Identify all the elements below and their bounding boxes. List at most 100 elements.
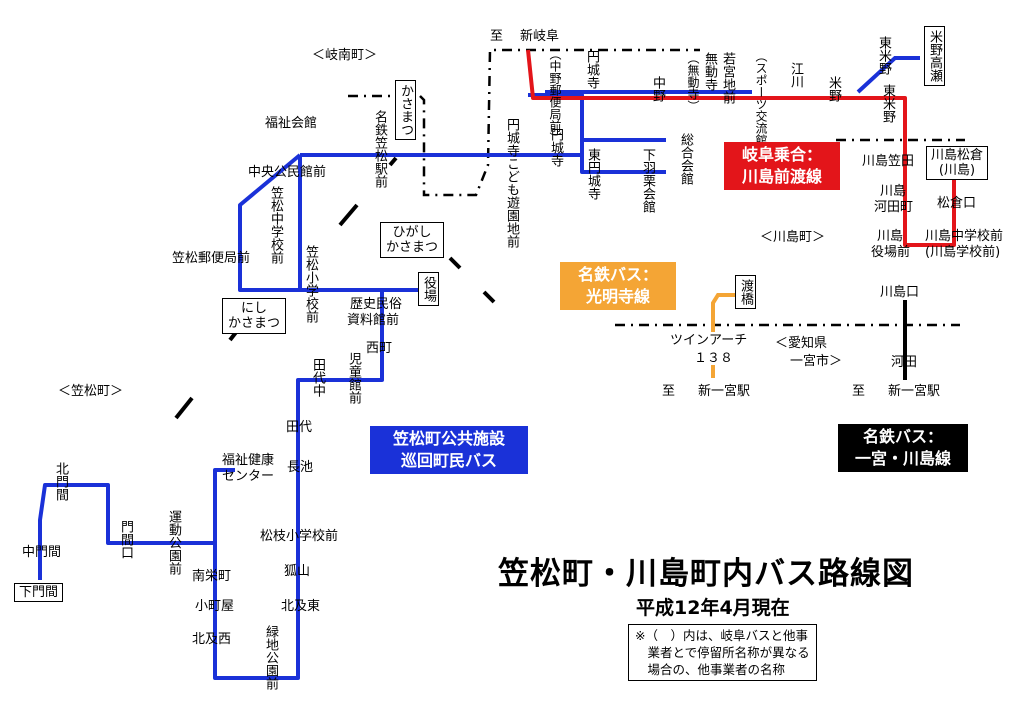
stop-naka-monma: 中門間 <box>22 545 62 560</box>
stop-sogo-kaikan: 総合会館 <box>678 133 693 185</box>
stop-enjoji2: 円城寺 <box>584 50 599 89</box>
stop-kawashima-matsukura-2: (川島) <box>938 163 976 178</box>
stop-kawashima-yakuba-2: 役場前 <box>871 245 911 260</box>
stop-twin-arch-1: ツインアーチ <box>670 333 748 348</box>
stop-komachiya: 小町屋 <box>195 599 235 614</box>
to-label-ichinomiya: 至 <box>662 384 676 399</box>
town-kasamatsu: ＜笠松町＞ <box>58 384 124 399</box>
stop-higashi-yoneno: 東米野 <box>876 36 891 75</box>
stop-shin-gifu: 新岐阜 <box>520 29 560 44</box>
stop-tashiro: 田代 <box>286 420 313 435</box>
station-higashi-line2: かさまつ <box>386 240 439 255</box>
legend-gifu-line2: 川島前渡線 <box>741 167 822 186</box>
stop-esagawa: 江川 <box>788 62 803 88</box>
legend-gifu-kawashima: 岐阜乗合： 川島前渡線 <box>724 142 840 190</box>
stop-yoneno: 米野 <box>826 76 841 102</box>
town-aichi-1: ＜愛知県 <box>775 336 828 351</box>
stop-kawada: 河田 <box>891 355 918 370</box>
stop-sports: （スポーツ交流館前） <box>754 50 768 170</box>
stop-undo-koen: 運動公園前 <box>166 510 181 575</box>
station-higashi-line1: ひがし <box>392 225 432 240</box>
legend-komyoji-line1: 名鉄バス： <box>577 265 658 284</box>
legend-komyoji-line2: 光明寺線 <box>585 287 650 306</box>
stop-kawashima-yakuba-1: 川島 <box>877 229 904 244</box>
legend-ichinomiya-line2: 一宮・川島線 <box>854 449 951 468</box>
stop-naka-yubin: （中野郵便局前） <box>548 48 562 144</box>
stop-kawashima-chu-1: 川島中学校前 <box>925 229 1004 244</box>
stop-yakuba: 役場 <box>418 272 439 306</box>
stop-shimo-monma: 下門間 <box>14 583 64 602</box>
stop-tashiro-naka: 田代中 <box>310 358 325 397</box>
gifu-kawashima-route <box>526 49 956 247</box>
stop-mudoji: （無動寺） <box>686 52 700 112</box>
station-nishi-line1: にし <box>241 301 268 316</box>
stop-shimo-hakuri: 下羽栗会館 <box>640 148 655 213</box>
stop-fukushi-kaikan: 福祉会館 <box>265 116 318 131</box>
stop-yoneno-takase: 米野高瀬 <box>924 26 945 86</box>
stop-wakamiya: 若宮地前 <box>720 52 735 104</box>
stop-rekishi-2: 資料館前 <box>347 313 400 328</box>
legend-ichinomiya-line1: 名鉄バス： <box>862 427 943 446</box>
stop-jidokan: 児童館前 <box>346 352 361 404</box>
to-label-gifu: 至 <box>490 29 504 44</box>
stop-meitetsu-kasamatsu: 名鉄笠松駅前 <box>372 110 387 188</box>
stop-kawashimaguchi: 川島口 <box>880 285 920 300</box>
stop-kasamatsu-yubinkyoku: 笠松郵便局前 <box>172 251 251 266</box>
stop-nagaike: 長池 <box>287 460 314 475</box>
stop-kawashima-matsukura-1: 川島松倉 <box>931 148 984 163</box>
stop-fukushi-kenko-2: センター <box>222 469 275 484</box>
station-higashi-kasamatsu: ひがし かさまつ <box>380 222 445 258</box>
stop-shin-ichinomiya: 新一宮駅 <box>698 384 751 399</box>
legend-gifu-line1: 岐阜乗合： <box>741 145 822 164</box>
stop-minami-sakaemachi: 南栄町 <box>192 569 232 584</box>
stop-matsukuraguchi: 松倉口 <box>937 196 977 211</box>
stop-enjoji-kodomo: 円城寺こども遊園地前 <box>504 118 519 248</box>
town-boundary-lines <box>348 48 965 327</box>
stop-kitaoyobi-nishi: 北及西 <box>192 632 232 647</box>
town-ginan: ＜岐南町＞ <box>312 48 378 63</box>
station-kasamatsu: かさまつ <box>395 80 416 140</box>
stop-enjoji: 円城寺 <box>548 128 563 167</box>
stop-nishimachi: 西町 <box>366 341 393 356</box>
stop-matsueda: 松枝小学校前 <box>260 529 339 544</box>
stop-fukushi-kenko-1: 福祉健康 <box>222 453 275 468</box>
stop-kawashima-kawada-1: 川島 <box>880 184 907 199</box>
town-kawashima: ＜川島町＞ <box>760 230 826 245</box>
stop-rekishi-1: 歴史民俗 <box>350 297 403 312</box>
stop-chuo-kominkan: 中央公民館前 <box>248 165 327 180</box>
stop-twin-arch-2: １３８ <box>694 351 734 366</box>
stop-mudoji2: 無動寺 <box>702 52 717 91</box>
stop-watashi: 渡橋 <box>735 275 756 309</box>
legend-kasamatsu-bus: 笠松町公共施設 巡回町民バス <box>370 426 528 474</box>
town-aichi-2: 一宮市＞ <box>790 354 843 369</box>
map-title: 笠松町・川島町内バス路線図 <box>498 556 914 592</box>
map-note: ※（ ）内は、岐阜バスと他事 業者とで停留所名称が異なる 場合の、他事業者の名称 <box>628 624 817 681</box>
gifu-blue-route <box>545 56 920 94</box>
stop-kasamatsu-chugakko: 笠松中学校前 <box>268 186 283 264</box>
stop-shin-ichinomiya-2: 新一宮駅 <box>888 384 941 399</box>
stop-kita-monma: 北門間 <box>53 462 68 501</box>
kasamatsu-route <box>38 93 666 680</box>
stop-kawashima-kawada-2: 河田町 <box>874 200 914 215</box>
stop-nakano: 中野 <box>650 76 665 102</box>
legend-kasamatsu-line1: 笠松町公共施設 <box>392 429 505 448</box>
stop-kawashima-kasada: 川島笠田 <box>862 154 915 169</box>
station-nishi-line2: かさまつ <box>228 316 281 331</box>
stop-ryokuchi: 緑地公園前 <box>263 625 278 690</box>
stop-kawashima-chu-2: (川島学校前) <box>925 245 1001 260</box>
legend-komyoji: 名鉄バス： 光明寺線 <box>560 262 676 310</box>
legend-kasamatsu-line2: 巡回町民バス <box>400 451 497 470</box>
stop-kitaoyobi-higashi: 北及東 <box>281 599 321 614</box>
stop-monmakuchi: 門間口 <box>118 520 133 559</box>
stop-higashi-yoneno-2: 東米野 <box>880 84 895 123</box>
stop-kitsuneyama: 狐山 <box>284 564 311 579</box>
map-subtitle: 平成12年4月現在 <box>636 597 790 619</box>
stop-higashi-enjoji: 東円城寺 <box>585 148 600 200</box>
to-label-ichinomiya-2: 至 <box>852 384 866 399</box>
legend-ichinomiya-kawashima: 名鉄バス： 一宮・川島線 <box>838 424 968 472</box>
stop-kasamatsu-shogakko: 笠松小学校前 <box>303 245 318 323</box>
komyoji-route <box>711 293 740 378</box>
stop-kawashima-matsukura: 川島松倉 (川島) <box>926 146 989 180</box>
